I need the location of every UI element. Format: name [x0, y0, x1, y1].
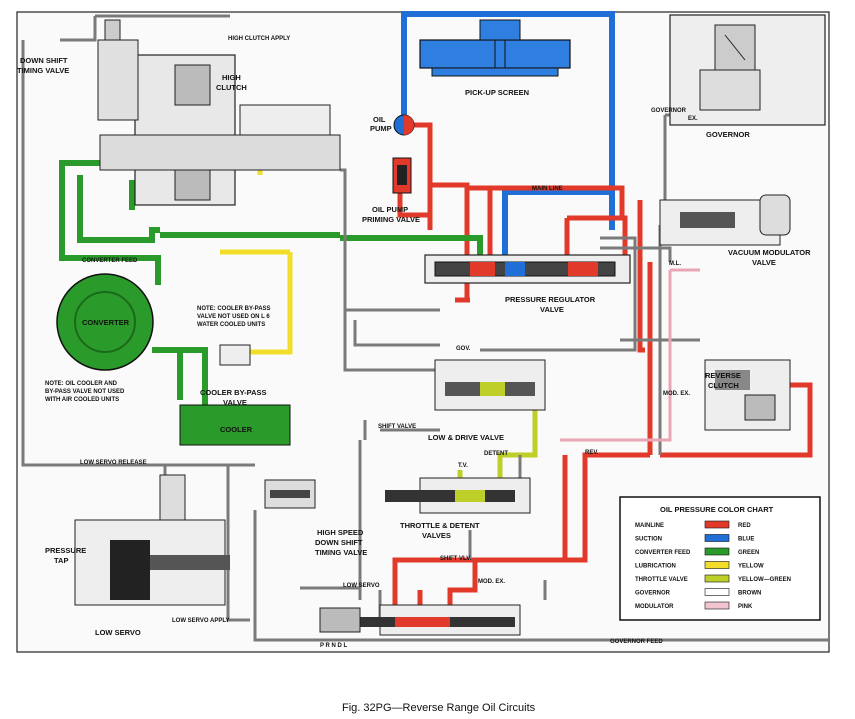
legend-color-name: PINK — [738, 604, 753, 610]
legend-color-name: YELLOW—GREEN — [738, 577, 791, 583]
legend-item-name: GOVERNOR — [635, 591, 671, 597]
cooler — [179, 404, 291, 446]
label-note-bypass-3: WATER COOLED UNITS — [197, 322, 265, 328]
label-cooler: COOLER — [220, 425, 253, 434]
label-pressure-tap-2: TAP — [54, 556, 68, 565]
label-throttle-2: VALVES — [422, 531, 451, 540]
label-note-cooler-2: BY-PASS VALVE NOT USED — [45, 389, 125, 395]
label-oil-pump-1: OIL — [373, 115, 386, 124]
legend-color-name: BROWN — [738, 591, 761, 597]
label-low-drive: LOW & DRIVE VALVE — [428, 433, 504, 442]
label-hs-1: HIGH SPEED — [317, 528, 364, 537]
label-priming-1: OIL PUMP — [372, 205, 408, 214]
label-high-clutch-apply: HIGH CLUTCH APPLY — [228, 36, 290, 42]
label-pressure-tap-1: PRESSURE — [45, 546, 86, 555]
legend-swatch — [704, 547, 730, 556]
label-reverse-clutch-2: CLUTCH — [708, 381, 739, 390]
legend-swatch — [704, 520, 730, 529]
label-rev: REV. — [585, 450, 599, 456]
label-cooler-bypass-1: COOLER BY-PASS — [200, 388, 267, 397]
legend-swatch — [704, 588, 730, 596]
label-mod-ex2: MOD. EX. — [478, 579, 505, 585]
converter-feed-circuit — [59, 160, 483, 405]
label-note-cooler-3: WITH AIR COOLED UNITS — [45, 397, 119, 403]
label-range: P R N D L — [320, 643, 348, 649]
legend-color-name: GREEN — [738, 550, 759, 556]
manual-valve-body — [319, 604, 521, 636]
legend-color-name: BLUE — [738, 537, 754, 543]
label-detent: DETENT — [484, 451, 508, 457]
label-reverse-clutch-1: REVERSE — [705, 371, 741, 380]
color-chart-title: OIL PRESSURE COLOR CHART — [660, 505, 774, 514]
legend-swatch — [704, 534, 730, 542]
label-high-clutch-1: HIGH — [222, 73, 241, 82]
pressure-regulator-valve-body — [424, 254, 631, 284]
label-mod-ex: MOD. EX. — [663, 391, 690, 397]
label-tv: T.V. — [458, 463, 468, 469]
label-low-servo: LOW SERVO — [95, 628, 141, 637]
label-vacuum-2: VALVE — [752, 258, 776, 267]
label-shift-vlv: SHIFT VLV. — [440, 556, 472, 562]
legend-color-name: YELLOW — [738, 564, 764, 570]
label-oil-pump-2: PUMP — [370, 124, 392, 133]
label-pressure-reg-1: PRESSURE REGULATOR — [505, 295, 596, 304]
label-ml: M.L. — [669, 261, 681, 267]
legend-swatch — [704, 561, 730, 569]
label-converter-feed: CONVERTER FEED — [82, 258, 138, 264]
low-drive-valve-body — [434, 359, 546, 411]
converter — [56, 273, 154, 371]
vacuum-modulator-body — [659, 194, 791, 246]
label-main-line: MAIN LINE — [532, 186, 563, 192]
legend-swatch — [704, 574, 730, 583]
figure-caption: Fig. 32PG—Reverse Range Oil Circuits — [342, 702, 536, 714]
label-shift-valve: SHIFT VALVE — [378, 424, 416, 430]
legend-item-name: CONVERTER FEED — [635, 550, 691, 556]
governor-body — [669, 14, 826, 126]
legend-color-name: RED — [738, 523, 751, 529]
cooler-bypass-valve-body — [219, 344, 251, 366]
label-priming-2: PRIMING VALVE — [362, 215, 420, 224]
label-note-bypass-2: VALVE NOT USED ON L 6 — [197, 314, 270, 320]
label-low-servo-line: LOW SERVO — [343, 583, 380, 589]
label-note-bypass-1: NOTE: COOLER BY-PASS — [197, 306, 271, 312]
label-governor-feed: GOVERNOR FEED — [610, 639, 663, 645]
legend-swatch — [704, 601, 730, 610]
reverse-clutch-body — [704, 359, 791, 431]
label-ex: EX. — [688, 116, 698, 122]
throttle-detent-valve-body — [385, 477, 531, 514]
suction-circuit — [401, 11, 615, 262]
label-gov: GOV. — [456, 346, 471, 352]
legend-item-name: LUBRICATION — [635, 564, 676, 570]
color-chart: OIL PRESSURE COLOR CHART MAINLINE RED SUCT… — [619, 496, 821, 621]
label-pick-up-screen: PICK-UP SCREEN — [465, 88, 529, 97]
label-throttle-1: THROTTLE & DETENT — [400, 521, 480, 530]
label-pressure-reg-2: VALVE — [540, 305, 564, 314]
label-down-shift-1: DOWN SHIFT — [20, 56, 68, 65]
label-down-shift-2: TIMING VALVE — [17, 66, 69, 75]
legend-item-name: SUCTION — [635, 537, 662, 543]
governor-circuit — [21, 14, 828, 642]
legend-item-name: THROTTLE VALVE — [635, 577, 688, 583]
modulator-circuit — [560, 268, 700, 442]
label-converter: CONVERTER — [82, 318, 130, 327]
label-cooler-bypass-2: VALVE — [223, 398, 247, 407]
label-governor-line: GOVERNOR — [651, 108, 687, 114]
high-clutch-assembly — [97, 19, 341, 206]
low-servo-body — [74, 474, 230, 606]
label-hs-2: DOWN SHIFT — [315, 538, 363, 547]
label-high-clutch-2: CLUTCH — [216, 83, 247, 92]
label-low-servo-release: LOW SERVO RELEASE — [80, 460, 147, 466]
legend-item-name: MODULATOR — [635, 604, 674, 610]
label-note-cooler-1: NOTE: OIL COOLER AND — [45, 381, 118, 387]
label-low-servo-apply: LOW SERVO APPLY — [172, 618, 229, 624]
label-hs-3: TIMING VALVE — [315, 548, 367, 557]
label-governor: GOVERNOR — [706, 130, 750, 139]
label-vacuum-1: VACUUM MODULATOR — [728, 248, 811, 257]
legend-item-name: MAINLINE — [635, 523, 664, 529]
